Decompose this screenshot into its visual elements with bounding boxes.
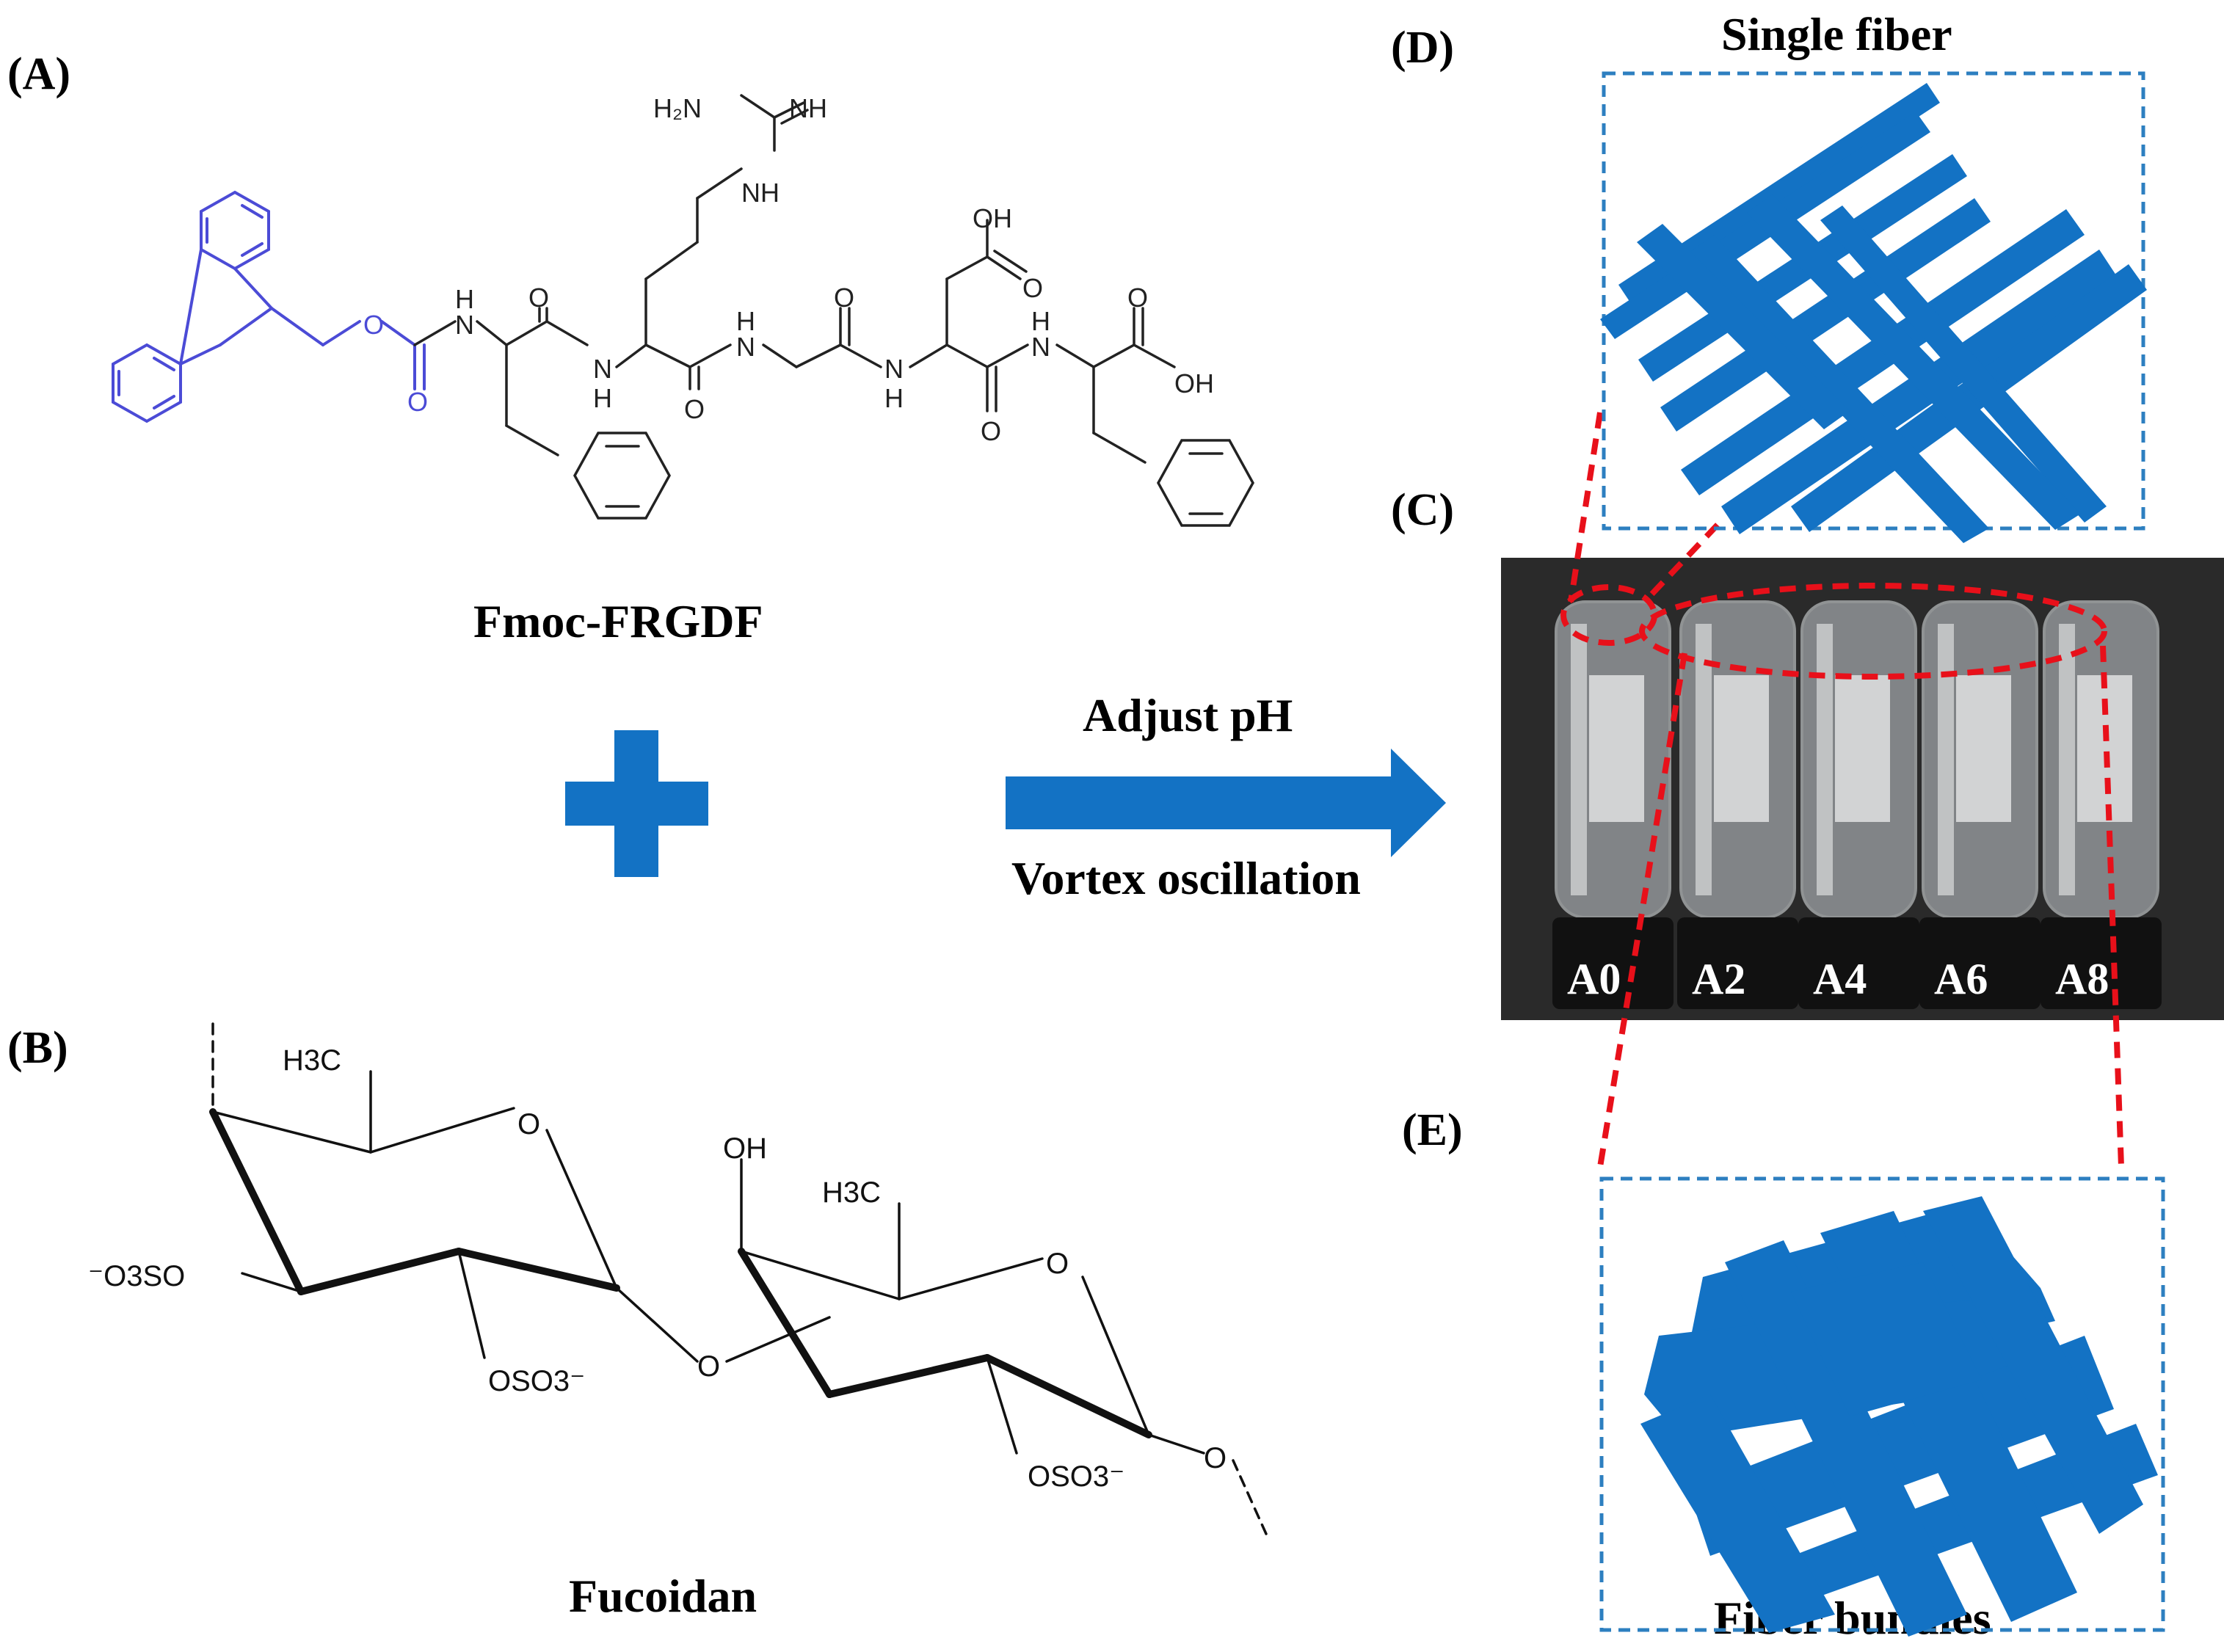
atom-n-arg: N: [593, 354, 612, 384]
atom-oso3-2: OSO3⁻: [1028, 1460, 1124, 1493]
vial-label-a0: A0: [1567, 955, 1621, 1003]
caption-fmoc-frgdf: Fmoc-FRGDF: [473, 595, 763, 647]
vial-label-a8: A8: [2055, 955, 2109, 1003]
vial-label-a2: A2: [1692, 955, 1746, 1003]
atom-oso3-1: OSO3⁻: [488, 1365, 585, 1397]
vial-label-a6: A6: [1934, 955, 1988, 1003]
atom-n-phe2: N: [1031, 332, 1050, 362]
atom-h2n: H₂N: [653, 93, 702, 123]
atom-end-o: O: [1204, 1442, 1227, 1474]
fucoidan-structure: [209, 1022, 1268, 1535]
vial-a8: [2041, 600, 2162, 1009]
caption-single-fiber: Single fiber: [1721, 8, 1952, 60]
atom-oh-acid-top: OH: [973, 203, 1012, 233]
atom-h-asp: H: [884, 383, 904, 413]
vial-a6: [1919, 600, 2041, 1009]
fiber-bundles-box: [1599, 1176, 2165, 1632]
peptide-structure: O O: [112, 93, 1254, 527]
atom-h-phe2: H: [1031, 306, 1050, 336]
atom-o-carb-upper: O: [363, 310, 384, 340]
vial-a0: [1552, 600, 1674, 1009]
vials-photo: [1501, 558, 2224, 1020]
atom-n-gly: N: [736, 332, 755, 362]
atom-o-phe1: O: [528, 283, 549, 313]
fiber-bundles-drawing: [1640, 1196, 2158, 1637]
vial-a4: [1798, 600, 1919, 1009]
panel-label-d: (D): [1391, 23, 1455, 73]
panel-label-a: (A): [7, 49, 71, 99]
plus-icon: [565, 730, 708, 877]
panel-label-b: (B): [7, 1023, 68, 1073]
caption-fucoidan: Fucoidan: [569, 1570, 757, 1622]
right-arrow-icon: [1006, 749, 1446, 857]
fmoc-group: [112, 190, 426, 423]
atom-nh-imine: NH: [789, 93, 827, 123]
atom-h-arg: H: [593, 383, 612, 413]
peptide-backbone: [413, 94, 1254, 527]
atom-ring-o-2: O: [1046, 1248, 1069, 1280]
atom-n-phe1: N: [455, 310, 474, 340]
atom-o3so: ⁻O3SO: [88, 1260, 185, 1292]
atom-o-asp: O: [981, 416, 1001, 446]
atom-ring-o-1: O: [517, 1108, 540, 1140]
atom-h3c-1: H3C: [283, 1044, 341, 1077]
atom-h-phe1: H: [455, 284, 474, 314]
arrow-label-adjust-ph: Adjust pH: [1083, 689, 1293, 741]
atom-h-gly: H: [736, 306, 755, 336]
single-fiber-box: [1602, 71, 2145, 531]
atom-nh-guan: NH: [741, 178, 780, 208]
highlight-annotations: [1560, 412, 2124, 1168]
vial-label-a4: A4: [1813, 955, 1867, 1003]
panel-label-e: (E): [1402, 1105, 1463, 1155]
single-fiber-drawing: [1600, 83, 2147, 543]
atom-o-arg: O: [684, 394, 705, 424]
panel-label-c: (C): [1391, 485, 1455, 535]
atom-h3c-2: H3C: [822, 1176, 881, 1209]
atom-oh-fucoidan: OH: [723, 1132, 767, 1165]
atom-o-gly: O: [834, 283, 854, 313]
atom-o-phe2: O: [1127, 283, 1148, 313]
highlight-vial-group: [1639, 583, 2107, 680]
atom-link-o: O: [697, 1350, 720, 1383]
atom-oh-terminal: OH: [1174, 368, 1214, 399]
atom-n-asp: N: [884, 354, 904, 384]
atom-o-asp-side: O: [1022, 273, 1043, 303]
atom-o-carb-lower: O: [407, 387, 428, 417]
vial-a2: [1677, 600, 1798, 1009]
arrow-label-vortex: Vortex oscillation: [1011, 852, 1361, 904]
